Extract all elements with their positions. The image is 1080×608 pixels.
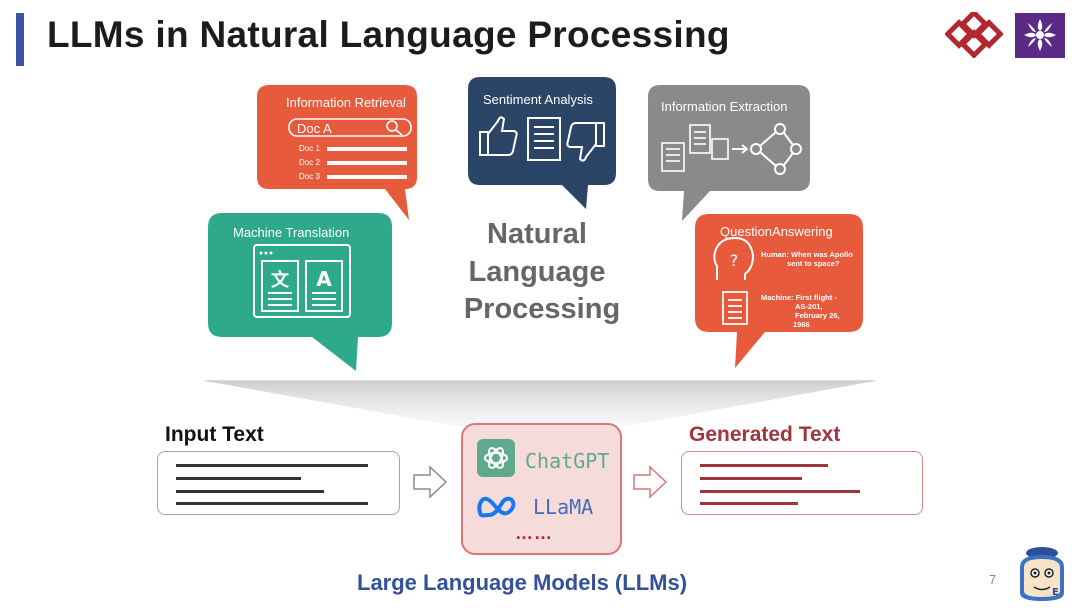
generated-text-label: Generated Text bbox=[689, 423, 841, 446]
chatgpt-label: ChatGPT bbox=[525, 449, 610, 473]
input-text-label: Input Text bbox=[165, 423, 264, 446]
page-number: 7 bbox=[989, 572, 997, 587]
more-models-ellipsis: …… bbox=[515, 523, 553, 543]
arrow-right-icon bbox=[732, 144, 749, 154]
nlp-center-word-3: Processing bbox=[463, 293, 621, 325]
information-retrieval-bubble bbox=[257, 85, 417, 220]
chatgpt-logo-icon bbox=[477, 439, 515, 477]
meta-logo-icon bbox=[477, 496, 516, 518]
question-answering-title: QuestionAnswering bbox=[720, 224, 833, 239]
mascot-icon: E bbox=[1020, 547, 1064, 601]
department-logo bbox=[1015, 13, 1065, 58]
question-answering-bubble: ? bbox=[695, 214, 863, 368]
sentiment-analysis-bubble bbox=[468, 77, 616, 209]
qa-machine-line-2: AS-201, bbox=[795, 302, 823, 311]
machine-translation-bubble: 文 A bbox=[208, 213, 392, 371]
document-icon bbox=[527, 117, 561, 161]
translation-window-icon bbox=[253, 244, 351, 318]
arrow-right-icon bbox=[633, 465, 668, 499]
qa-human-line-2: sent to space? bbox=[787, 259, 840, 268]
doc-1-label: Doc 1 bbox=[299, 144, 320, 153]
thumbs-up-icon bbox=[479, 116, 518, 156]
information-retrieval-title: Information Retrieval bbox=[286, 95, 406, 110]
svg-text:?: ? bbox=[730, 251, 739, 270]
svg-text:E: E bbox=[1052, 587, 1059, 598]
information-extraction-title: Information Extraction bbox=[661, 99, 788, 114]
doc-2-label: Doc 2 bbox=[299, 158, 320, 167]
nlp-tasks-figure: Information Retrieval Doc A Doc 1 Doc 2 … bbox=[205, 72, 875, 382]
qa-machine-line-3: February 26, bbox=[795, 311, 840, 320]
knowledge-graph-icon bbox=[750, 123, 802, 175]
input-text-box bbox=[157, 451, 400, 515]
slide-title: LLMs in Natural Language Processing bbox=[47, 14, 730, 55]
qa-machine-line-1: Machine: First flight - bbox=[761, 293, 837, 302]
nlp-center-word-1: Natural bbox=[487, 218, 587, 250]
llama-label: LLaMA bbox=[533, 495, 594, 519]
svg-text:文: 文 bbox=[271, 269, 290, 291]
documents-icon bbox=[661, 124, 729, 172]
university-logo bbox=[945, 12, 1003, 58]
nlp-center-word-2: Language bbox=[468, 256, 606, 288]
funnel-connector bbox=[205, 381, 875, 427]
generated-text-box bbox=[681, 451, 923, 515]
head-question-icon bbox=[713, 236, 755, 280]
query-doc-label: Doc A bbox=[297, 121, 332, 136]
title-accent-bar bbox=[16, 13, 24, 66]
arrow-right-icon bbox=[413, 465, 448, 499]
llm-caption: Large Language Models (LLMs) bbox=[357, 570, 688, 595]
llm-box: ChatGPT LLaMA …… bbox=[461, 423, 622, 555]
sentiment-analysis-title: Sentiment Analysis bbox=[483, 92, 593, 107]
search-icon bbox=[386, 120, 398, 132]
figure-divider bbox=[205, 380, 875, 381]
qa-human-line-1: Human: When was Apollo bbox=[761, 250, 853, 259]
qa-machine-line-4: 1966 bbox=[793, 320, 810, 329]
information-extraction-bubble bbox=[648, 85, 810, 221]
svg-text:A: A bbox=[316, 267, 332, 291]
machine-translation-title: Machine Translation bbox=[233, 225, 350, 240]
doc-3-label: Doc 3 bbox=[299, 172, 320, 181]
thumbs-down-icon bbox=[566, 122, 605, 162]
answer-document-icon bbox=[722, 291, 748, 325]
